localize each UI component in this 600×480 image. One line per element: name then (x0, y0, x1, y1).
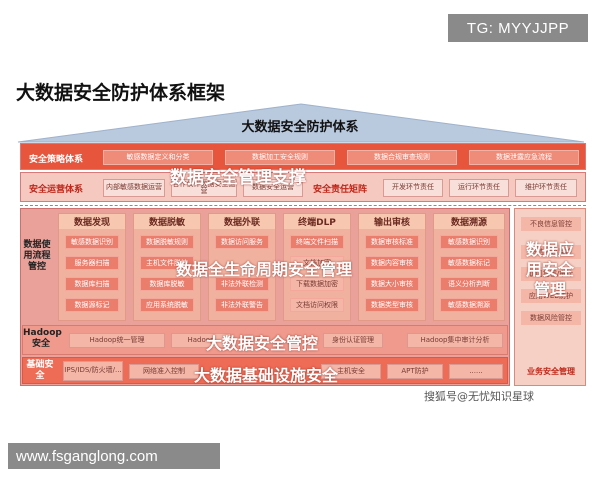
overlay-app-security-heading: 数据应用安全管理 (525, 240, 574, 299)
hadoop-side-label: Hadoop安全 (23, 328, 62, 349)
app-security-item: 应用WEB防护 (521, 289, 581, 303)
strategy-band: 安全策略体系 敏感数据定义和分类 数据加工安全规则 数据合规审查规则 数据泄露应… (20, 143, 586, 170)
base-chip: 主机安全 (321, 364, 381, 379)
ops-chip: 内部敏感数据运营 (103, 179, 165, 197)
base-chip: APT防护 (387, 364, 443, 379)
stage-column: 数据外联 数据访问服务 非法外联检测 非法外联警告 (208, 213, 276, 321)
app-security-item: 数据风险管控 (521, 311, 581, 325)
app-security-item: 不良信息管控 (521, 217, 581, 231)
roof-label: 大数据安全防护体系 (241, 120, 359, 135)
hadoop-chip: Hadoop统一管理 (69, 333, 165, 348)
stage-column: 输出审核 数据审核标准 数据内容审核 数据大小审核 数据类型审核 (358, 213, 426, 321)
strategy-label: 安全策略体系 (29, 155, 84, 165)
page-title: 大数据安全防护体系框架 (16, 82, 226, 104)
stage-item: 文档加密 (290, 256, 344, 270)
stage-item: 数据内容审核 (365, 256, 419, 270)
stage-heading: 数据外联 (209, 214, 275, 229)
ops-chip: 开发环节责任 (383, 179, 443, 197)
stage-item: 非法外联检测 (215, 277, 269, 291)
lifecycle-side: 数据使用流程管控 (22, 212, 52, 322)
stage-heading: 数据脱敏 (134, 214, 200, 229)
stage-item: 敏感数据标记 (440, 256, 498, 270)
section-divider (20, 205, 586, 206)
watermark-top-right: TG: MYYJJPP (448, 14, 588, 42)
stage-item: 下载数据加密 (290, 277, 344, 291)
stage-heading: 终端DLP (284, 214, 350, 229)
stage-heading: 数据溯源 (434, 214, 504, 229)
stage-item: 数据访问服务 (215, 235, 269, 249)
lifecycle-side-label: 数据使用流程管控 (23, 240, 51, 272)
stage-item: 主机文件脱敏 (140, 256, 194, 270)
stage-item: 数据审核标准 (365, 235, 419, 249)
watermark-bottom-left: www.fsganglong.com (8, 443, 220, 469)
stage-item: 语义分析判断 (440, 277, 498, 291)
overlay-hadoop-heading: 大数据安全管控 (206, 334, 319, 353)
base-chip: IPS/IDS/防火墙/... (63, 361, 123, 381)
stage-item: 数据大小审核 (365, 277, 419, 291)
roof-triangle (17, 103, 585, 143)
overlay-support-heading: 数据安全管理支撑 (170, 168, 306, 188)
app-security-column: 不良信息管控 短信内容监控 访问加密/审计 应用WEB防护 数据风险管控 (514, 208, 586, 386)
ops-chip: 数据安全运营 (243, 179, 303, 197)
ops-chip: 运行环节责任 (449, 179, 509, 197)
stage-heading: 输出审核 (359, 214, 425, 229)
stage-column: 数据溯源 敏感数据识别 敏感数据标记 语义分析判断 敏感数据溯源 (433, 213, 505, 321)
stage-item: 数据库脱敏 (140, 277, 194, 291)
base-side-label: 基础安全 (26, 360, 54, 381)
hadoop-band: Hadoop安全 Hadoop统一管理 Hadoop 身份认证管理 Hadoop… (22, 325, 508, 355)
stage-item: 敏感数据溯源 (440, 298, 498, 312)
hadoop-chip: Hadoop (171, 333, 231, 348)
base-chip: 网络准入控制 (129, 364, 199, 379)
base-chip: ...... (449, 364, 503, 379)
strategy-chip: 数据合规审查规则 (347, 150, 457, 165)
stage-item: 敏感数据识别 (65, 235, 119, 249)
stage-item: 服务器扫描 (65, 256, 119, 270)
stage-item: 数据脱敏规则 (140, 235, 194, 249)
stage-column: 终端DLP 终端文件扫描 文档加密 下载数据加密 文档访问权限 (283, 213, 351, 321)
base-security-band: 基础安全 IPS/IDS/防火墙/... 网络准入控制 主机安全 APT防护 .… (22, 357, 508, 384)
stage-item: 敏感数据识别 (440, 235, 498, 249)
hadoop-chip: 身份认证管理 (323, 333, 383, 348)
hadoop-chip: Hadoop集中审计分析 (407, 333, 503, 348)
strategy-chip: 数据加工安全规则 (225, 150, 335, 165)
app-security-item: 短信内容监控 (521, 245, 581, 259)
ops-label: 安全运营体系 (29, 185, 84, 195)
stage-item: 数据源标记 (65, 298, 119, 312)
stage-column: 数据发现 敏感数据识别 服务器扫描 数据库扫描 数据源标记 (58, 213, 126, 321)
ops-chip: 维护环节责任 (515, 179, 577, 197)
ops-chip: 合作伙伴数据安全运营 (171, 179, 237, 197)
stage-column: 数据脱敏 数据脱敏规则 主机文件脱敏 数据库脱敏 应用系统脱敏 (133, 213, 201, 321)
stage-item: 数据库扫描 (65, 277, 119, 291)
app-security-item: 访问加密/审计 (521, 267, 581, 281)
strategy-chip: 数据泄露应急流程 (469, 150, 579, 165)
overlay-base-heading: 大数据基础设施安全 (194, 366, 339, 385)
business-security-label: 业务安全管理 (527, 367, 575, 376)
stage-item: 数据类型审核 (365, 298, 419, 312)
watermark-sohu: 搜狐号@无忧知识星球 (424, 390, 534, 403)
stage-item: 终端文件扫描 (290, 235, 344, 249)
stage-item: 应用系统脱敏 (140, 298, 194, 312)
responsibility-matrix-label: 安全责任矩阵 (313, 185, 368, 195)
stage-item: 文档访问权限 (290, 298, 344, 312)
overlay-lifecycle-heading: 数据全生命周期安全管理 (176, 260, 353, 279)
strategy-chip: 敏感数据定义和分类 (103, 150, 213, 165)
stage-heading: 数据发现 (59, 214, 125, 229)
ops-band: 安全运营体系 内部敏感数据运营 合作伙伴数据安全运营 数据安全运营 安全责任矩阵… (20, 172, 586, 202)
stage-item: 非法外联警告 (215, 298, 269, 312)
